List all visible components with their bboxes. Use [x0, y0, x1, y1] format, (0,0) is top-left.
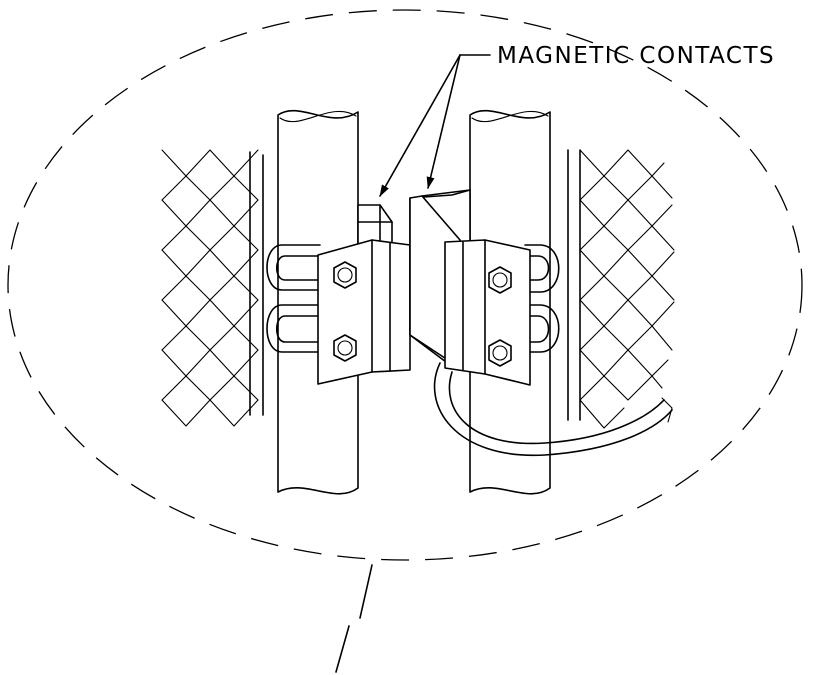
- magnetic-contacts-label: MAGNETIC CONTACTS: [497, 43, 775, 69]
- hex-bolt-left-top: [333, 261, 357, 289]
- hex-bolt-right-bottom: [488, 339, 512, 367]
- detail-leader-line: [335, 564, 373, 673]
- callout-leaders: [379, 54, 491, 197]
- hex-bolt-left-bottom: [333, 334, 357, 362]
- u-bolt-clamps-right: [524, 244, 560, 353]
- contact-cable: [433, 362, 673, 457]
- u-bolt-clamps-left: [266, 244, 321, 353]
- mounting-bracket-right: [444, 239, 531, 386]
- fence-mesh-left: [161, 149, 264, 427]
- mounting-bracket-left: [317, 239, 411, 385]
- fence-mesh-right: [567, 149, 675, 429]
- hex-bolt-right-top: [488, 266, 512, 294]
- detail-boundary-circle: [7, 9, 803, 561]
